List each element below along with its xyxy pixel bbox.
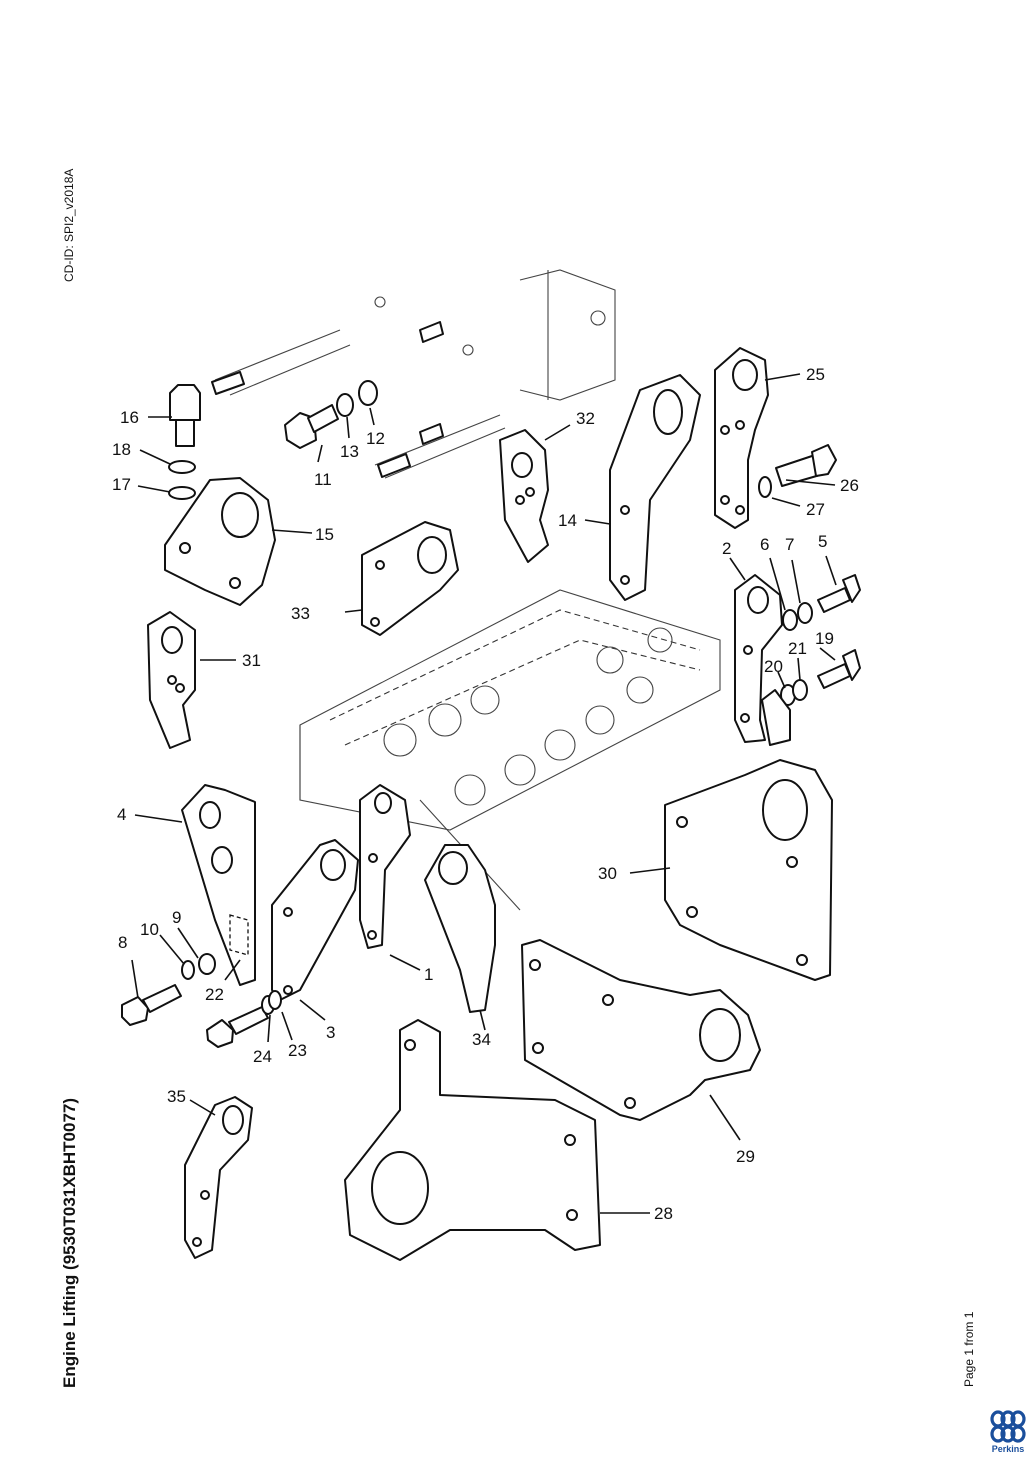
bolt-26 [775,444,837,487]
washer-21 [792,679,808,701]
callout-11: 11 [314,470,332,489]
callout-4: 4 [117,805,126,824]
callout-20: 20 [764,657,783,676]
washer-13 [336,393,354,417]
callout-25: 25 [806,365,825,384]
callout-23: 23 [288,1041,307,1060]
callout-12: 12 [366,429,385,448]
brand-name: Perkins [991,1444,1025,1454]
washer-12 [358,380,378,406]
callout-28: 28 [654,1204,673,1223]
bracket-34 [424,844,496,1013]
callout-31: 31 [242,651,261,670]
callout-1: 1 [424,965,433,984]
callout-22: 22 [205,985,224,1004]
callout-7: 7 [785,535,794,554]
callout-2: 2 [722,539,731,558]
bolt-11 [284,404,339,449]
callout-29: 29 [736,1147,755,1166]
callout-13: 13 [340,442,359,461]
callout-35: 35 [167,1087,186,1106]
bolt-8 [121,984,182,1026]
callout-26: 26 [840,476,859,495]
bolt-16 [169,384,201,447]
callout-18: 18 [112,440,131,459]
bolt-24 [206,1006,269,1048]
plate-33 [361,521,459,636]
bracket-35 [184,1096,253,1259]
callout-32: 32 [576,409,595,428]
bracket-14 [609,374,701,601]
callout-30: 30 [598,864,617,883]
callout-15: 15 [315,525,334,544]
washer-22 [268,990,282,1010]
bracket-25 [714,347,769,529]
bolt-19 [817,649,861,689]
callout-6: 6 [760,535,769,554]
callout-9: 9 [172,908,181,927]
perkins-logo: Perkins [988,1410,1028,1458]
bracket-foot [761,689,791,746]
washer-7 [797,602,813,624]
callout-27: 27 [806,500,825,519]
callout-10: 10 [140,920,159,939]
washer-27 [758,476,772,498]
callout-8: 8 [118,933,127,952]
callout-3: 3 [326,1023,335,1042]
callout-24: 24 [253,1047,272,1066]
washer-9 [198,953,216,975]
perkins-logo-icon [990,1410,1026,1443]
callout-14: 14 [558,511,577,530]
bolt-5 [817,574,861,613]
bracket-15 [164,477,276,606]
bracket-3 [271,839,359,1001]
callout-5: 5 [818,532,827,551]
callout-17: 17 [112,475,131,494]
washer-10 [181,960,195,980]
bracket-2 [734,574,783,743]
bracket-32 [499,429,549,563]
washer-17 [168,486,196,500]
washer-6 [782,609,798,631]
callout-19: 19 [815,629,834,648]
bracket-4 [181,784,256,986]
washer-18 [168,460,196,474]
leader-lines [131,373,837,1214]
callout-16: 16 [120,408,139,427]
callout-labels: 16 18 17 15 11 13 12 32 14 25 26 27 33 3… [112,365,859,1223]
bracket-29 [521,939,761,1121]
bracket-31 [147,611,196,749]
bracket-28 [344,1019,601,1261]
callout-33: 33 [291,604,310,623]
studs [211,321,444,478]
plate-30 [664,759,833,981]
callout-34: 34 [472,1030,491,1049]
bracket-1 [359,784,411,949]
callout-21: 21 [788,639,807,658]
engine-block-outline [214,269,721,911]
